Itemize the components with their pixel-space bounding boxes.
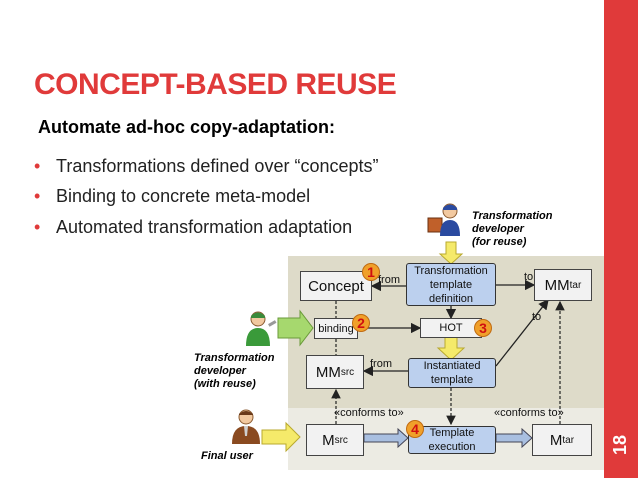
role-line: Transformation [472, 210, 553, 222]
slide-sidebar [604, 0, 638, 478]
mmtar-base: MM [544, 276, 570, 294]
role-line: developer [194, 365, 246, 377]
mtar-base: M [549, 431, 563, 449]
to-arrow-mmtar-2 [495, 298, 549, 367]
role-developer-for-reuse: Transformation developer (for reuse) [472, 210, 552, 249]
developer-for-reuse-icon [427, 203, 460, 236]
final-user-yellow-arrow [261, 421, 301, 453]
mtar-sub: tar [562, 434, 575, 446]
role-line: (for reuse) [472, 236, 527, 248]
step-badge-3: 3 [474, 319, 492, 337]
template-definition-box: Transformation template definition [406, 263, 496, 306]
hot-box: HOT [420, 318, 482, 338]
bullet-item: •Transformations defined over “concepts” [34, 156, 379, 176]
binding-green-arrow [277, 309, 314, 347]
execution-mtar-arrow [495, 427, 533, 449]
to-label: to [524, 271, 534, 283]
developer-with-reuse-icon [246, 311, 277, 346]
from-label: from [370, 358, 392, 370]
hot-yellow-arrow [436, 335, 466, 361]
instantiated-template-box: Instantiated template [408, 358, 496, 388]
slide-subtitle: Automate ad-hoc copy-adaptation: [38, 117, 336, 137]
instantiated-line: template [430, 374, 474, 386]
mmsrc-base: MM [315, 363, 341, 381]
instantiated-line: Instantiated [423, 360, 481, 372]
role-line: (with reuse) [194, 378, 256, 390]
bullet-text: Automated transformation adaptation [56, 217, 353, 237]
slide-title: CONCEPT-BASED REUSE [34, 68, 397, 101]
to-label: to [532, 311, 542, 323]
bullet-text: Transformations defined over “concepts” [56, 156, 379, 176]
definition-yellow-arrow [438, 241, 464, 265]
msrc-execution-arrow [363, 427, 409, 449]
mmsrc-sub: src [340, 366, 355, 378]
conforms-to-label: «conforms to» [494, 407, 564, 419]
msrc-base: M [322, 431, 335, 449]
concept-box: Concept [300, 271, 372, 301]
step-badge-1: 1 [362, 263, 380, 281]
bullet-text: Binding to concrete meta-model [56, 186, 311, 206]
step-badge-4: 4 [406, 420, 424, 438]
role-line: developer [472, 223, 524, 235]
execution-line: Template [429, 427, 475, 439]
bullet-item: •Automated transformation adaptation [34, 217, 353, 237]
template-definition-line: Transformation [414, 264, 488, 277]
bullet-item: •Binding to concrete meta-model [34, 186, 311, 206]
binding-box: binding [314, 318, 358, 339]
from-label: from [378, 274, 400, 286]
mmtar-sub: tar [569, 279, 582, 291]
template-definition-line: definition [428, 292, 474, 305]
msrc-sub: src [334, 434, 348, 446]
final-user-icon [232, 409, 260, 444]
role-final-user: Final user [201, 450, 253, 462]
execution-line: execution [428, 441, 476, 453]
role-developer-with-reuse: Transformation developer (with reuse) [194, 352, 274, 391]
conforms-to-label: «conforms to» [334, 407, 404, 419]
template-definition-line: template [429, 278, 473, 291]
step-badge-2: 2 [352, 314, 370, 332]
role-line: Transformation [194, 352, 275, 364]
